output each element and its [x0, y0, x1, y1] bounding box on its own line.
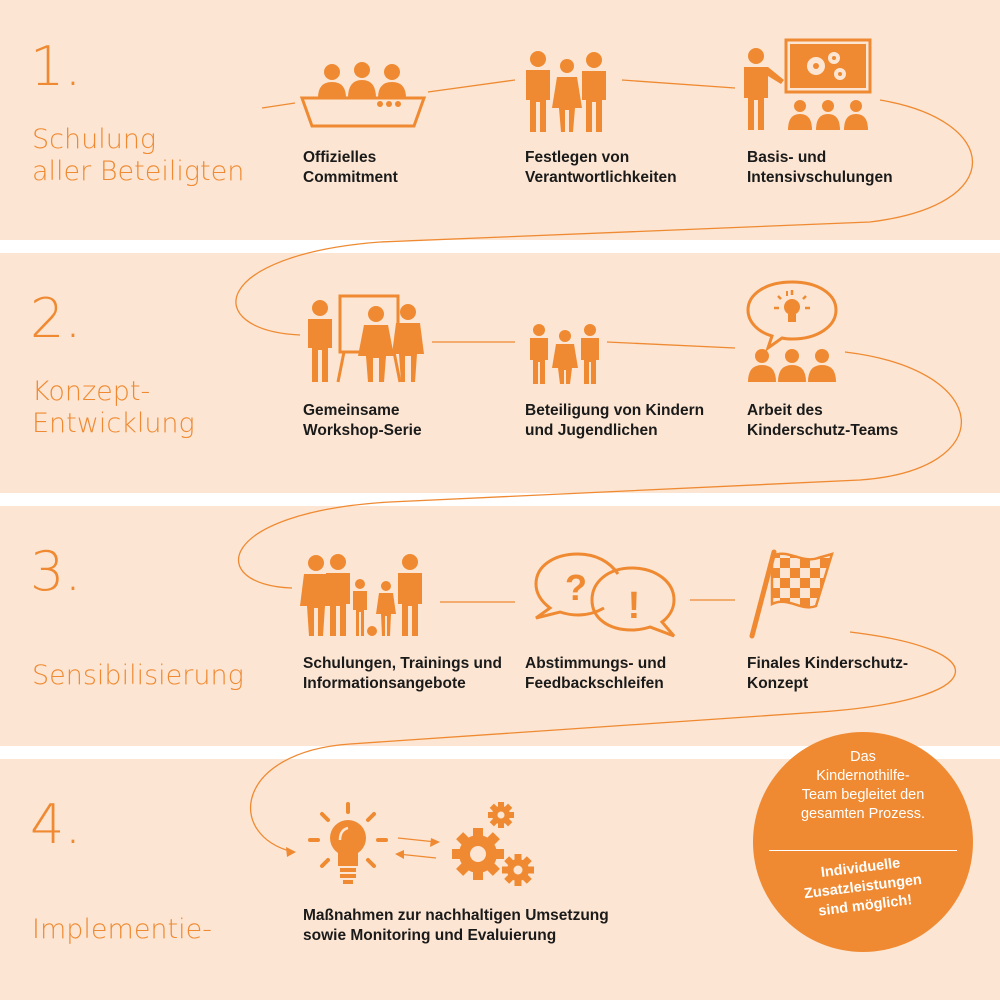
step-label-child-participation: Beteiligung von Kindern und Jugendlichen — [525, 402, 705, 439]
step-label-responsibilities: Festlegen von Verantwortlichkeiten — [525, 149, 677, 186]
children-group-icon — [530, 324, 599, 384]
family-group-icon — [300, 554, 422, 636]
phase-number-3: 3. — [30, 540, 82, 603]
phase-number-2: 2. — [30, 287, 82, 350]
presentation-training-icon — [744, 38, 872, 130]
step-label-official-commitment: Offizielles Commitment — [303, 149, 398, 186]
team-idea-bubble-icon — [746, 280, 838, 382]
boardroom-meeting-icon — [299, 62, 427, 128]
step-label-information-offers: Schulungen, Trainings und Informationsan… — [303, 655, 502, 692]
step-label-implementation-measures: Maßnahmen zur nachhaltigen Umsetzung sow… — [303, 907, 609, 944]
step-label-feedback-loops: Abstimmungs- und Feedbackschleifen — [525, 655, 667, 692]
phase-number-1: 1. — [30, 35, 82, 98]
callout-divider — [769, 850, 957, 851]
step-label-team-work: Arbeit des Kinderschutz-Teams — [747, 402, 899, 439]
phase-band-3 — [0, 506, 1000, 746]
support-callout-circle: Das Kindernothilfe- Team begleitet den g… — [753, 732, 973, 952]
phase-number-4: 4. — [30, 793, 82, 856]
callout-extra-services: Individuelle Zusatzleistungen sind mögli… — [803, 855, 923, 920]
phase-title-2: Konzept- Entwicklung — [32, 376, 195, 439]
phase-title-4: Implementie- — [32, 914, 212, 945]
lightbulb-gears-icon — [308, 802, 534, 886]
step-label-trainings: Basis- und Intensivschulungen — [747, 149, 893, 186]
question-exclamation-bubbles-icon: ? ! — [534, 552, 676, 638]
phase-title-3: Sensibilisierung — [32, 660, 244, 691]
flipchart-workshop-icon — [308, 294, 424, 383]
step-label-final-concept: Finales Kinderschutz- Konzept — [747, 655, 909, 692]
three-people-icon — [526, 51, 606, 132]
checkered-flag-icon — [749, 549, 834, 639]
svg-text:?: ? — [565, 567, 587, 608]
phase-title-1: Schulung aller Beteiligten — [32, 124, 245, 187]
callout-text: Das Kindernothilfe- Team begleitet den g… — [800, 749, 926, 822]
step-label-workshop-series: Gemeinsame Workshop-Serie — [303, 402, 422, 439]
svg-text:!: ! — [628, 585, 641, 627]
